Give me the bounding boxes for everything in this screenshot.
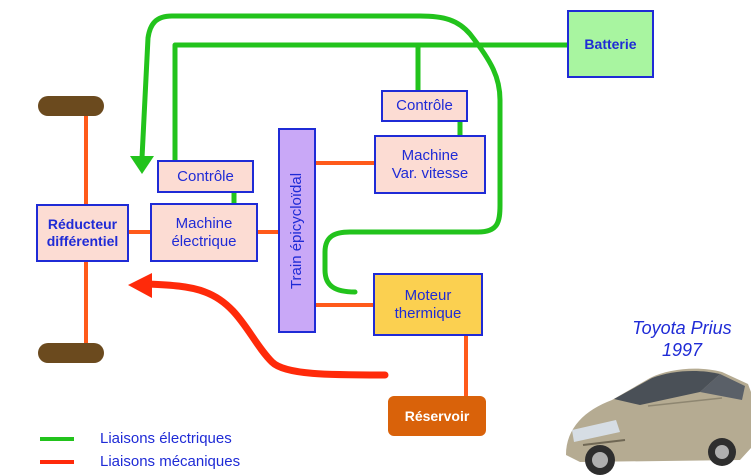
legend-mechanical-swatch xyxy=(40,459,74,464)
legend-electrical-swatch xyxy=(40,436,74,441)
engine-line2: thermique xyxy=(394,304,462,322)
thermal-engine-block: Moteur thermique xyxy=(373,273,483,336)
control-left-block: Contrôle xyxy=(157,160,254,193)
electrical-links xyxy=(130,13,570,295)
electric-machine-line2: électrique xyxy=(171,232,237,250)
machine-var-line1: Machine xyxy=(401,146,459,164)
legend-mechanical-label: Liaisons mécaniques xyxy=(100,453,241,470)
mechanical-flow xyxy=(128,273,389,379)
rear-wheel xyxy=(38,343,104,363)
legend-mechanical: Liaisons mécaniques xyxy=(40,453,240,470)
electric-machine-block: Machine électrique xyxy=(150,203,258,262)
epicyclic-label: Train épicycloïdal xyxy=(288,172,306,289)
machine-var-speed-block: Machine Var. vitesse xyxy=(374,135,486,194)
front-wheel xyxy=(38,96,104,116)
battery-to-control-left-link xyxy=(172,42,570,163)
reducer-line2: différentiel xyxy=(46,233,119,249)
legend-electrical: Liaisons électriques xyxy=(40,430,232,447)
electric-arrowhead xyxy=(130,156,154,174)
reservoir-block: Réservoir xyxy=(388,396,486,436)
control-top-block: Contrôle xyxy=(381,90,468,122)
machine-var-line2: Var. vitesse xyxy=(391,164,469,182)
car-label: Toyota Prius 1997 xyxy=(618,318,746,361)
engine-to-reducer-electric-path xyxy=(139,13,503,295)
electric-machine-line1: Machine xyxy=(175,214,233,232)
toyota-prius-car-image xyxy=(566,368,751,475)
engine-line1: Moteur xyxy=(404,286,452,304)
car-year: 1997 xyxy=(661,339,703,360)
mechanical-flow-arrowhead xyxy=(128,273,152,298)
legend-electrical-label: Liaisons électriques xyxy=(100,430,232,447)
mechanical-flow-path xyxy=(144,280,389,379)
reducer-differential-block: Réducteur différentiel xyxy=(36,204,129,262)
epicyclic-gear-block: Train épicycloïdal xyxy=(278,128,316,333)
reducer-line1: Réducteur xyxy=(47,216,118,233)
car-name: Toyota Prius xyxy=(632,318,732,338)
battery-block: Batterie xyxy=(567,10,654,78)
